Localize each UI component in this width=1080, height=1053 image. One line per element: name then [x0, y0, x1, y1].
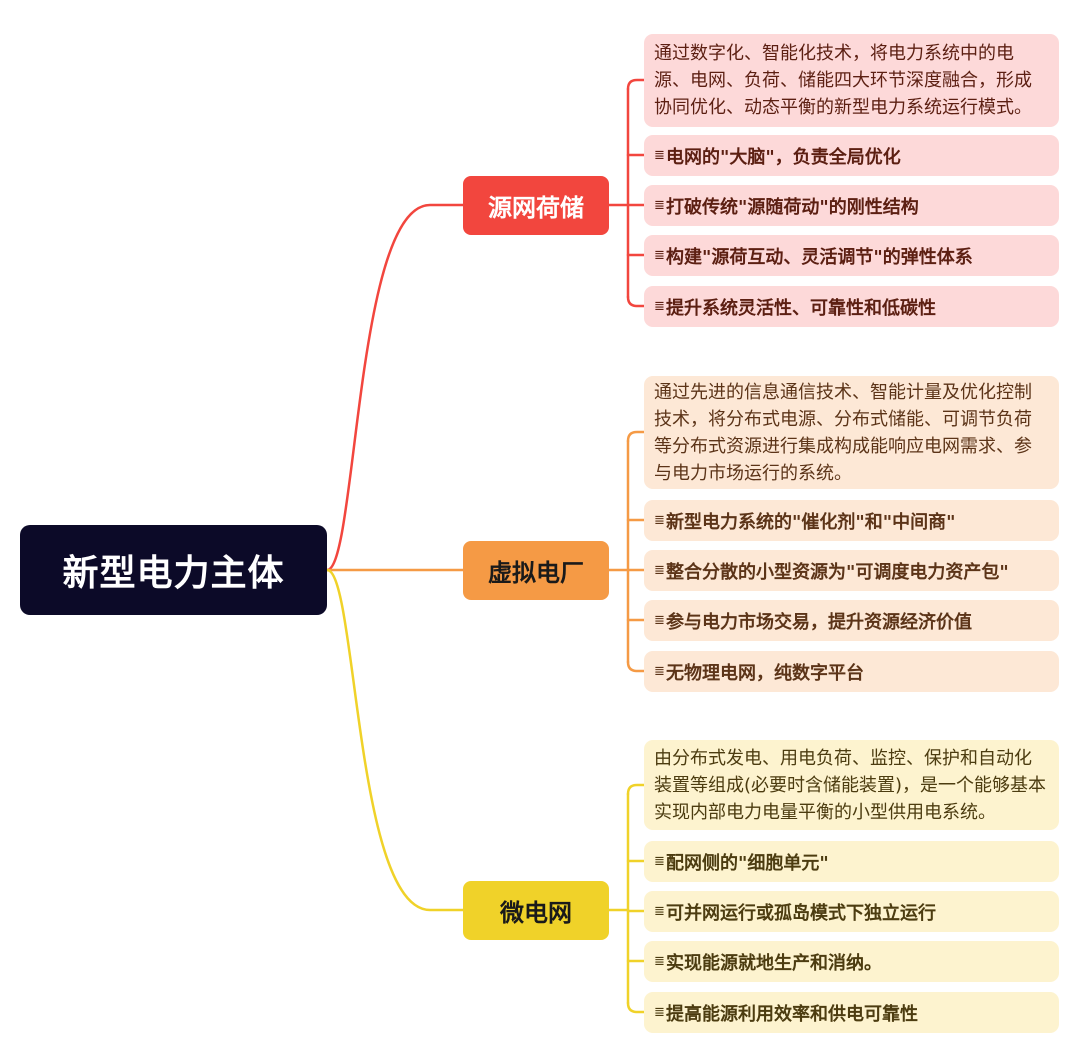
leaf-link [626, 78, 648, 91]
leaf-link [626, 660, 648, 673]
note-icon: ≣ [654, 854, 665, 869]
list-item: ≣实现能源就地生产和消纳。 [644, 941, 1059, 982]
list-item: ≣提高能源利用效率和供电可靠性 [644, 992, 1059, 1033]
root-node: 新型电力主体 [20, 525, 327, 615]
note-icon: ≣ [654, 954, 665, 969]
note-icon: ≣ [654, 198, 665, 213]
note-icon: ≣ [654, 563, 665, 578]
list-item: ≣电网的"大脑"，负责全局优化 [644, 135, 1059, 176]
list-item: ≣打破传统"源随荷动"的刚性结构 [644, 185, 1059, 226]
note-icon: ≣ [654, 613, 665, 628]
item-text: 配网侧的"细胞单元" [666, 852, 829, 874]
list-item: ≣提升系统灵活性、可靠性和低碳性 [644, 286, 1059, 327]
list-item: ≣参与电力市场交易，提升资源经济价值 [644, 600, 1059, 641]
item-text: 提高能源利用效率和供电可靠性 [666, 1003, 918, 1025]
branch-label: 微电网 [500, 899, 572, 927]
leaf-link [626, 295, 648, 308]
item-text: 实现能源就地生产和消纳。 [666, 952, 882, 974]
branch-label: 源网荷储 [488, 194, 584, 222]
note-icon: ≣ [654, 299, 665, 314]
list-item: ≣整合分散的小型资源为"可调度电力资产包" [644, 550, 1059, 591]
note-icon: ≣ [654, 664, 665, 679]
list-item: ≣可并网运行或孤岛模式下独立运行 [644, 891, 1059, 932]
note-icon: ≣ [654, 1005, 665, 1020]
item-text: 提升系统灵活性、可靠性和低碳性 [666, 297, 936, 319]
description-box: 通过数字化、智能化技术，将电力系统中的电源、电网、负荷、储能四大环节深度融合，形… [644, 34, 1059, 127]
note-icon: ≣ [654, 904, 665, 919]
root-label: 新型电力主体 [62, 553, 285, 594]
item-text: 无物理电网，纯数字平台 [666, 662, 864, 684]
description-text: 通过先进的信息通信技术、智能计量及优化控制技术，将分布式电源、分布式储能、可调节… [654, 381, 1032, 484]
list-item: ≣配网侧的"细胞单元" [644, 841, 1059, 882]
item-text: 参与电力市场交易，提升资源经济价值 [666, 611, 972, 633]
item-text: 构建"源荷互动、灵活调节"的弹性体系 [666, 246, 973, 268]
item-text: 电网的"大脑"，负责全局优化 [666, 146, 901, 168]
description-box: 由分布式发电、用电负荷、监控、保护和自动化装置等组成(必要时含储能装置)，是一个… [644, 740, 1059, 830]
root-branch-link [325, 568, 465, 912]
description-text: 由分布式发电、用电负荷、监控、保护和自动化装置等组成(必要时含储能装置)，是一个… [654, 747, 1047, 823]
item-text: 可并网运行或孤岛模式下独立运行 [666, 902, 936, 924]
leaf-link [626, 783, 648, 796]
description-text: 通过数字化、智能化技术，将电力系统中的电源、电网、负荷、储能四大环节深度融合，形… [654, 43, 1032, 118]
note-icon: ≣ [654, 513, 665, 528]
branch-label: 虚拟电厂 [488, 559, 584, 587]
leaf-link [626, 1001, 648, 1014]
item-text: 整合分散的小型资源为"可调度电力资产包" [666, 561, 1009, 583]
list-item: ≣构建"源荷互动、灵活调节"的弹性体系 [644, 235, 1059, 276]
item-text: 打破传统"源随荷动"的刚性结构 [666, 196, 919, 218]
branch-node-virtual-power-plant: 虚拟电厂 [463, 541, 609, 600]
branch-node-source-grid-load-storage: 源网荷储 [463, 176, 609, 235]
list-item: ≣无物理电网，纯数字平台 [644, 651, 1059, 692]
branch-node-microgrid: 微电网 [463, 881, 609, 940]
description-box: 通过先进的信息通信技术、智能计量及优化控制技术，将分布式电源、分布式储能、可调节… [644, 376, 1059, 489]
item-text: 新型电力系统的"催化剂"和"中间商" [666, 511, 956, 533]
note-icon: ≣ [654, 248, 665, 263]
leaf-link [626, 430, 648, 443]
list-item: ≣新型电力系统的"催化剂"和"中间商" [644, 500, 1059, 541]
note-icon: ≣ [654, 148, 665, 163]
root-branch-link [325, 203, 465, 572]
